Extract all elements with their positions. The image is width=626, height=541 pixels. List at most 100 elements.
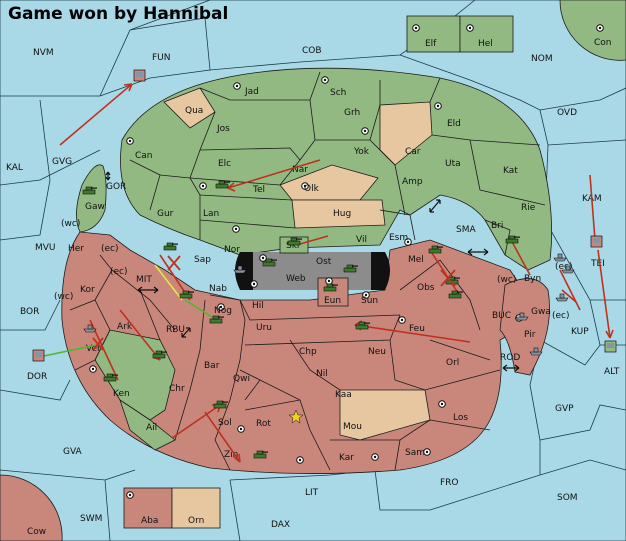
label-sap: Sap: [194, 255, 211, 265]
label-mel: Mel: [408, 255, 424, 265]
ship-icon[interactable]: [529, 347, 543, 356]
label-ec4: (ec): [552, 311, 570, 321]
label-amp: Amp: [402, 177, 423, 187]
tank-icon[interactable]: [343, 264, 358, 273]
label-ec3: (ec): [555, 262, 573, 272]
tank-icon[interactable]: [103, 373, 118, 382]
label-web: Web: [286, 274, 306, 284]
label-cob: COB: [302, 46, 322, 56]
ship-icon[interactable]: [515, 312, 529, 321]
ship-icon[interactable]: [83, 324, 97, 333]
label-hug: Hug: [333, 209, 351, 219]
ship-icon[interactable]: [561, 265, 575, 274]
label-skr: Skr: [286, 241, 301, 251]
region-hel: [459, 15, 514, 53]
sea-border-fun: [129, 0, 211, 31]
tank-icon[interactable]: [323, 283, 338, 292]
label-sol: Sol: [218, 418, 232, 428]
sea-border-nom: [399, 54, 626, 111]
sea-border-gvg: [0, 99, 51, 241]
convoy-arrow-icon: [502, 364, 520, 372]
tank-icon[interactable]: [152, 350, 167, 359]
move-arrow: [119, 309, 161, 361]
label-obs: Obs: [417, 283, 435, 293]
label-alt: ALT: [604, 367, 620, 377]
label-olk: Olk: [304, 184, 320, 194]
sea-border-kal: [0, 149, 101, 186]
label-fro: FRO: [440, 478, 459, 488]
tank-icon[interactable]: [355, 321, 370, 330]
label-lit: LIT: [305, 488, 319, 498]
tank-icon[interactable]: [82, 186, 97, 195]
move-arrow: [429, 249, 461, 297]
ship-icon[interactable]: [233, 265, 247, 274]
label-buc: BUC: [492, 311, 511, 321]
label-uta: Uta: [445, 159, 461, 169]
move-arrow: [605, 329, 614, 339]
label-los: Los: [453, 413, 468, 423]
label-bar: Bar: [204, 361, 220, 371]
label-lan: Lan: [203, 209, 219, 219]
label-ovd: OVD: [557, 108, 577, 118]
tank-icon[interactable]: [163, 242, 178, 251]
label-fun: FUN: [152, 53, 171, 63]
move-arrow: [354, 324, 471, 343]
label-kat: Kat: [503, 166, 518, 176]
label-ost: Ost: [316, 257, 332, 267]
tank-icon[interactable]: [505, 235, 520, 244]
move-arrow: [509, 237, 531, 276]
label-car: Car: [405, 147, 421, 157]
label-dax: DAX: [271, 520, 290, 530]
region-gaw: [76, 164, 107, 233]
label-cow: Cow: [27, 527, 46, 537]
sea-border-gvp: [529, 384, 626, 441]
ship-icon[interactable]: [553, 253, 567, 262]
label-can: Can: [135, 151, 153, 161]
tank-icon[interactable]: [428, 245, 443, 254]
label-wc1: (wc): [61, 219, 80, 229]
move-arrow: [589, 174, 596, 241]
label-som: SOM: [557, 493, 578, 503]
move-arrow: [227, 182, 236, 192]
label-kar: Kar: [339, 453, 354, 463]
label-qwi: Qwi: [233, 374, 250, 384]
tank-icon[interactable]: [209, 315, 224, 324]
sea-border-som: [539, 459, 626, 476]
label-elc: Elc: [218, 159, 231, 169]
label-ark: Ark: [117, 322, 133, 332]
label-sam: Sam: [405, 448, 425, 458]
label-wc3: (wc): [497, 275, 516, 285]
label-tel: Tel: [252, 185, 265, 195]
tank-icon[interactable]: [287, 237, 302, 246]
move-arrow: [561, 289, 577, 303]
tank-icon[interactable]: [213, 400, 228, 409]
tank-icon[interactable]: [448, 290, 463, 299]
tank-icon[interactable]: [215, 180, 230, 189]
label-bor: BOR: [20, 307, 39, 317]
label-feu: Feu: [409, 324, 425, 334]
home-box-icon: [133, 69, 146, 82]
label-orl: Orl: [446, 358, 459, 368]
units: [32, 69, 617, 459]
move-arrow: [233, 453, 241, 463]
convoy-arrow-icon: [137, 286, 159, 294]
move-arrow: [123, 83, 133, 92]
move-arrow: [227, 159, 321, 189]
ship-icon[interactable]: [555, 293, 569, 302]
label-bri: Bri: [491, 221, 503, 231]
label-sun: Sun: [361, 296, 378, 306]
tank-icon[interactable]: [262, 258, 277, 267]
region-olk: [279, 164, 379, 201]
label-esm: Esm: [389, 233, 408, 243]
home-box-icon: [604, 340, 617, 353]
label-gwa: Gwa: [531, 307, 551, 317]
label-gaw: Gaw: [85, 202, 105, 212]
label-gva: GVA: [63, 447, 83, 457]
label-kup: KUP: [571, 327, 589, 337]
home-box-icon: [32, 349, 45, 362]
tank-icon[interactable]: [253, 450, 268, 459]
label-her: Her: [68, 244, 84, 254]
label-elf: Elf: [425, 39, 437, 49]
tank-icon[interactable]: [179, 290, 194, 299]
